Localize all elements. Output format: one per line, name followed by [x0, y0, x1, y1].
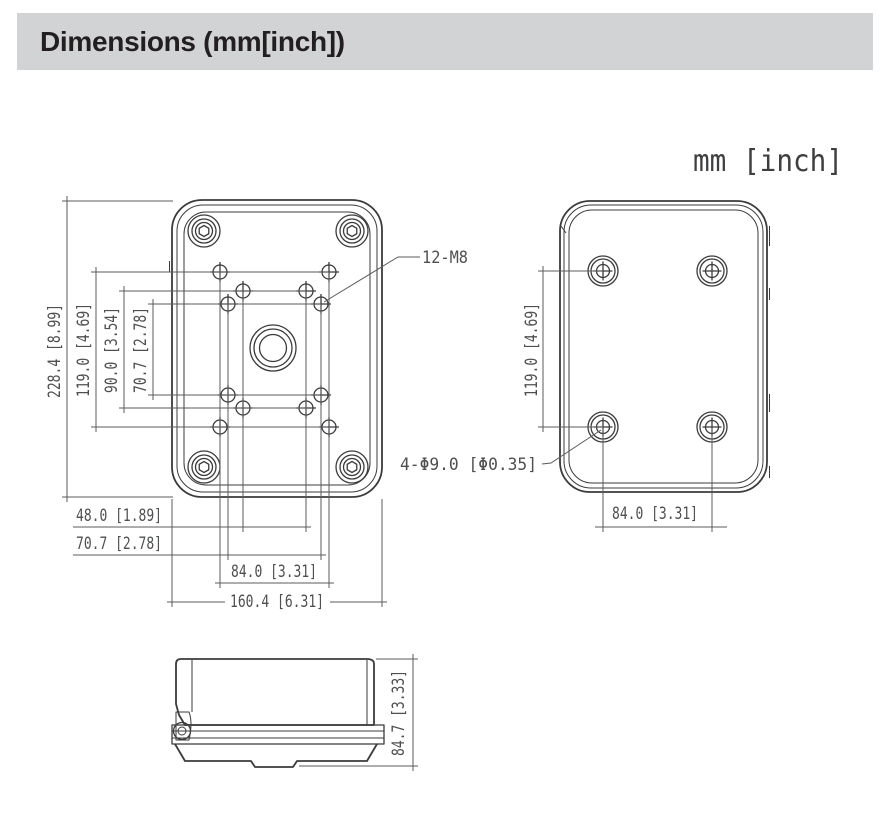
front-view-dimension-labels: 228.4 [8.99] 119.0 [4.69] 90.0 [3.54] 70…: [45, 248, 468, 612]
lid-seam-band: [171, 724, 385, 745]
hex-screw: [187, 450, 221, 484]
side-view: 84.7 [3.33]: [171, 654, 418, 771]
hex-screw: [335, 214, 369, 248]
dim-hole-span-v-inner-label: 70.7 [2.78]: [131, 307, 151, 393]
base-profile: [174, 743, 378, 768]
mount-hole-callout-label: 4-Φ9.0 [Φ0.35]: [400, 455, 537, 475]
dim-overall-width-label: 160.4 [6.31]: [230, 592, 324, 612]
phillips-screw: [696, 255, 728, 287]
cable-entry-hole: [249, 324, 297, 372]
back-view: 119.0 [4.69] 84.0 [3.31] 4-Φ9.0 [Φ0.35]: [400, 200, 770, 532]
back-view-outline: [559, 200, 770, 493]
section-title: Dimensions (mm[inch]): [40, 25, 345, 57]
hinge-bracket: [175, 711, 192, 741]
front-view: 228.4 [8.99] 119.0 [4.69] 90.0 [3.54] 70…: [45, 196, 468, 612]
dim-hole-span-v-outer-label: 119.0 [4.69]: [74, 303, 94, 397]
dim-hole-span-v-mid-label: 90.0 [3.54]: [102, 307, 122, 393]
side-view-dimension-lines: [299, 654, 418, 771]
back-view-dimension-lines: [538, 266, 727, 532]
dim-screw-span-v-label: 119.0 [4.69]: [522, 303, 542, 397]
dim-hole-span-h-outer-label: 84.0 [3.31]: [231, 562, 317, 582]
units-label: mm [inch]: [693, 144, 843, 179]
front-view-dimension-lines: [62, 196, 420, 607]
seam-notch: [560, 225, 567, 234]
back-view-dimension-labels: 119.0 [4.69] 84.0 [3.31] 4-Φ9.0 [Φ0.35]: [400, 303, 698, 524]
mount-hole-callout-leader: [541, 429, 602, 465]
dim-hole-span-h-inner-label: 48.0 [1.89]: [76, 506, 162, 526]
thread-callout-label: 12-M8: [422, 248, 468, 268]
dim-overall-height-label: 228.4 [8.99]: [45, 304, 65, 398]
dim-hole-span-h-mid-label: 70.7 [2.78]: [76, 534, 162, 554]
side-view-outline: [171, 658, 385, 768]
section-header: Dimensions (mm[inch]): [17, 13, 873, 70]
hinge-pin: [172, 721, 192, 741]
thread-callout-leader: [323, 256, 420, 303]
front-view-outline: [169, 199, 383, 498]
dim-overall-depth-label: 84.7 [3.33]: [389, 670, 409, 756]
m8-hole-grid: [209, 261, 340, 438]
hex-screw: [187, 214, 221, 248]
dim-screw-span-h-label: 84.0 [3.31]: [612, 504, 698, 524]
hex-screw: [335, 450, 369, 484]
